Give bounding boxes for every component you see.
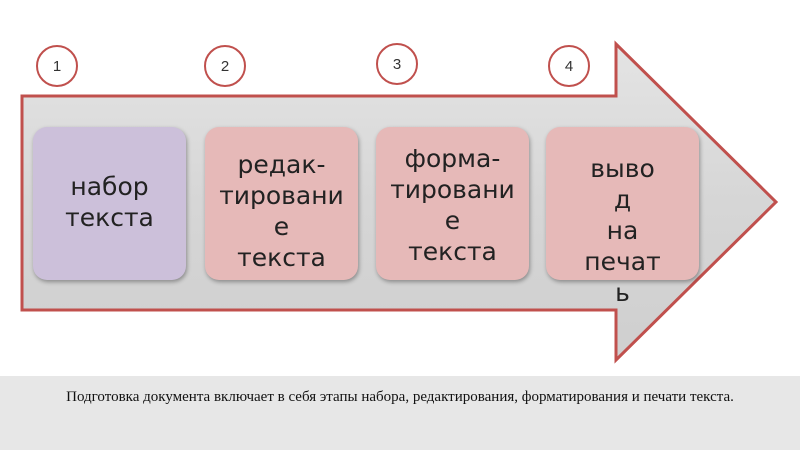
step-text-editing: редак- тировани е текста — [219, 150, 344, 272]
step-number-1: 1 — [36, 45, 78, 87]
step-number-2: 2 — [204, 45, 246, 87]
step-box-editing: редак- тировани е текста — [205, 127, 358, 280]
step-text-typing: набор текста — [65, 172, 154, 232]
step-text-printing: выво д на печат ь — [584, 154, 661, 307]
step-box-formatting: форма- тировани е текста — [376, 127, 529, 280]
step-number-3: 3 — [376, 43, 418, 85]
caption-text: Подготовка документа включает в себя эта… — [0, 376, 800, 450]
step-text-formatting: форма- тировани е текста — [390, 144, 515, 266]
process-diagram: 1 2 3 4 набор текста редак- тировани е т… — [20, 40, 779, 364]
step-number-4: 4 — [548, 45, 590, 87]
step-box-printing: выво д на печат ь — [546, 127, 699, 307]
step-box-typing: набор текста — [33, 127, 186, 280]
